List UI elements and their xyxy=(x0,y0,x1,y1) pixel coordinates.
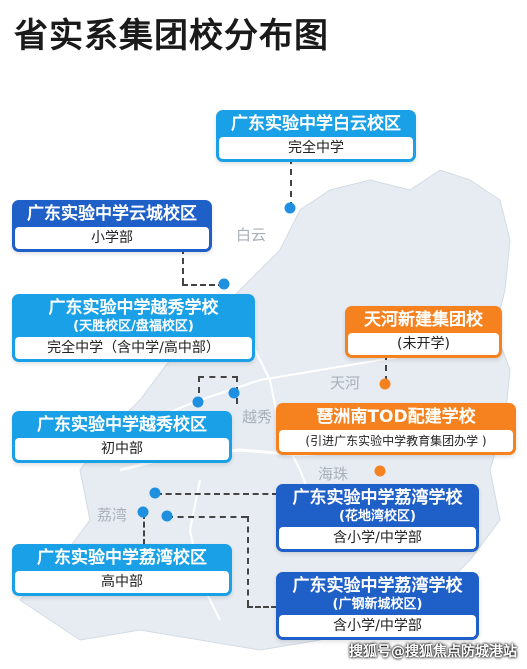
school-name: 广东实验中学越秀校区 xyxy=(37,415,207,435)
school-card-liwan-campus[interactable]: 广东实验中学荔湾校区 高中部 xyxy=(12,544,232,596)
school-card-liwan-guanggang[interactable]: 广东实验中学荔湾学校 (广钢新城校区) 含小学/中学部 xyxy=(276,572,479,640)
connector-line xyxy=(182,284,224,286)
school-location-marker[interactable] xyxy=(284,202,296,214)
connector-line xyxy=(385,354,387,382)
school-location-marker[interactable] xyxy=(149,487,161,499)
watermark: 搜狐号@搜狐焦点防城港站 xyxy=(349,644,517,660)
district-label-tianhe: 天河 xyxy=(330,374,361,392)
school-campus-note: (花地湾校区) xyxy=(339,509,416,524)
school-level: 含小学/中学部 xyxy=(279,527,476,549)
page-title: 省实系集团校分布图 xyxy=(14,16,329,56)
school-level: 完全中学（含中学/高中部） xyxy=(15,337,252,359)
school-location-marker[interactable] xyxy=(374,465,386,477)
connector-line xyxy=(156,493,278,495)
school-location-marker[interactable] xyxy=(192,396,204,408)
school-campus-note: (广钢新城校区) xyxy=(332,597,423,612)
school-name: 广东实验中学白云校区 xyxy=(231,114,401,134)
district-label-baiyun: 白云 xyxy=(236,226,267,244)
connector-line xyxy=(167,516,247,518)
school-card-yuncheng-campus[interactable]: 广东实验中学云城校区 小学部 xyxy=(12,200,212,252)
connector-line xyxy=(182,248,184,284)
school-level: (未开学) xyxy=(348,333,499,355)
school-location-marker[interactable] xyxy=(379,378,391,390)
school-level: 含小学/中学部 xyxy=(279,615,476,637)
school-level: 高中部 xyxy=(15,571,229,593)
school-name: 广东实验中学云城校区 xyxy=(27,204,197,224)
school-name: 广东实验中学荔湾校区 xyxy=(37,548,207,568)
district-boundary-line xyxy=(149,349,441,421)
school-location-marker[interactable] xyxy=(218,278,230,290)
school-level: 初中部 xyxy=(15,438,229,460)
school-location-marker[interactable] xyxy=(137,506,149,518)
school-location-marker[interactable] xyxy=(228,387,240,399)
school-level: 小学部 xyxy=(15,227,209,249)
school-level: (引进广东实验中学教育集团办学 ) xyxy=(279,430,513,452)
school-name: 广东实验中学越秀学校 xyxy=(48,298,219,318)
school-location-marker[interactable] xyxy=(161,510,173,522)
school-card-liwan-huadi[interactable]: 广东实验中学荔湾学校 (花地湾校区) 含小学/中学部 xyxy=(276,484,479,552)
school-card-baiyun-campus[interactable]: 广东实验中学白云校区 完全中学 xyxy=(216,110,416,162)
school-name: 广东实验中学荔湾学校 xyxy=(292,488,463,508)
district-label-yuexiu: 越秀 xyxy=(242,408,273,426)
school-name: 天河新建集团校 xyxy=(364,310,483,330)
connector-line xyxy=(143,513,145,545)
district-label-liwan: 荔湾 xyxy=(97,506,128,524)
school-name: 广东实验中学荔湾学校 xyxy=(292,576,463,596)
district-label-haizhu: 海珠 xyxy=(318,465,349,483)
connector-line xyxy=(290,158,292,208)
connector-line xyxy=(247,516,249,606)
school-card-tianhe-group[interactable]: 天河新建集团校 (未开学) xyxy=(345,306,502,358)
school-level: 完全中学 xyxy=(219,137,413,159)
school-name: 琶洲南TOD配建学校 xyxy=(316,407,476,427)
school-card-yuexiu-school[interactable]: 广东实验中学越秀学校 (天胜校区/盘福校区) 完全中学（含中学/高中部） xyxy=(12,294,255,362)
school-card-pazhou-tod[interactable]: 琶洲南TOD配建学校 (引进广东实验中学教育集团办学 ) xyxy=(276,403,516,455)
school-card-yuexiu-campus[interactable]: 广东实验中学越秀校区 初中部 xyxy=(12,411,232,463)
school-campus-note: (天胜校区/盘福校区) xyxy=(73,319,194,334)
connector-line xyxy=(247,606,277,608)
